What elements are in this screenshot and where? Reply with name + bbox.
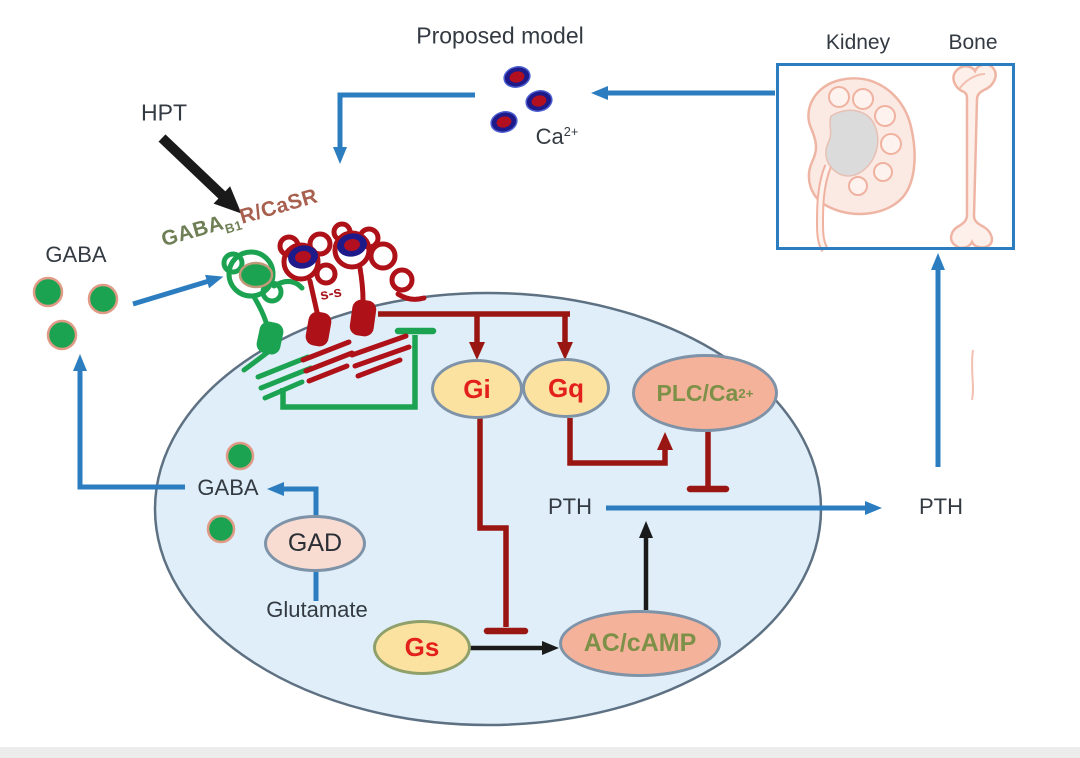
pth-extracellular-label: PTH: [919, 494, 963, 519]
gabab-tm-domain: [256, 321, 284, 355]
bone-icon: [949, 63, 997, 401]
gaba-molecules: [32, 276, 255, 544]
casr-tm-domain: [349, 299, 377, 337]
kidney-label: Kidney: [825, 31, 891, 54]
glutamate-label: Glutamate: [266, 597, 368, 622]
arrow-gaba-to-receptor: [132, 274, 224, 307]
pth-intracellular-label: PTH: [548, 494, 592, 519]
bone-label: Bone: [948, 31, 998, 54]
blue-arrows: [73, 86, 945, 601]
organ-box: [776, 63, 1015, 250]
hpt-label: HPT: [141, 99, 187, 126]
bound-calcium-icon: [288, 245, 318, 269]
arrow-gq-to-plc: [567, 418, 673, 466]
gaba-dot: [32, 276, 64, 308]
gi-node: Gi: [431, 359, 523, 419]
plc-sup: 2+: [738, 385, 754, 401]
gaba-ligand-dot: [238, 261, 274, 289]
arrow-gaba-secretion: [73, 354, 185, 490]
arrow-hpt: [158, 134, 242, 214]
tbar-gabab-line: [280, 335, 418, 410]
plc-base: PLC/Ca: [656, 379, 739, 406]
casr-tm-domain: [305, 311, 332, 347]
black-arrows: [158, 134, 653, 655]
gaba-dot: [206, 514, 236, 544]
disulfide-bond-label: s-s: [319, 283, 343, 304]
gs-node: Gs: [373, 620, 471, 675]
arrow-ca-to-receptor: [333, 92, 475, 164]
ca-sup: 2+: [563, 123, 579, 139]
gaba-dot: [46, 319, 78, 351]
page-title: Proposed model: [416, 22, 584, 49]
receptor-complex: s-s: [221, 221, 427, 401]
gaba-intracellular-label: GABA: [197, 475, 259, 500]
calcium-ions: [490, 66, 553, 133]
ca-base: Ca: [535, 124, 564, 150]
gq-node: Gq: [522, 358, 610, 418]
kidney-icon: [807, 77, 916, 252]
bound-calcium-icon: [337, 233, 367, 257]
gaba-dot: [87, 283, 119, 315]
page-edge: [0, 747, 1080, 758]
red-signals: [378, 311, 730, 635]
gaba-dot: [225, 441, 255, 471]
green-inhibition: [280, 327, 437, 410]
tbar-gi-line: [477, 418, 509, 627]
ca-ion-label: Ca2+: [536, 124, 579, 150]
ac-camp-node: AC/cAMP: [559, 610, 721, 677]
gad-node: GAD: [264, 515, 366, 572]
gaba-extracellular-label: GABA: [45, 242, 107, 267]
